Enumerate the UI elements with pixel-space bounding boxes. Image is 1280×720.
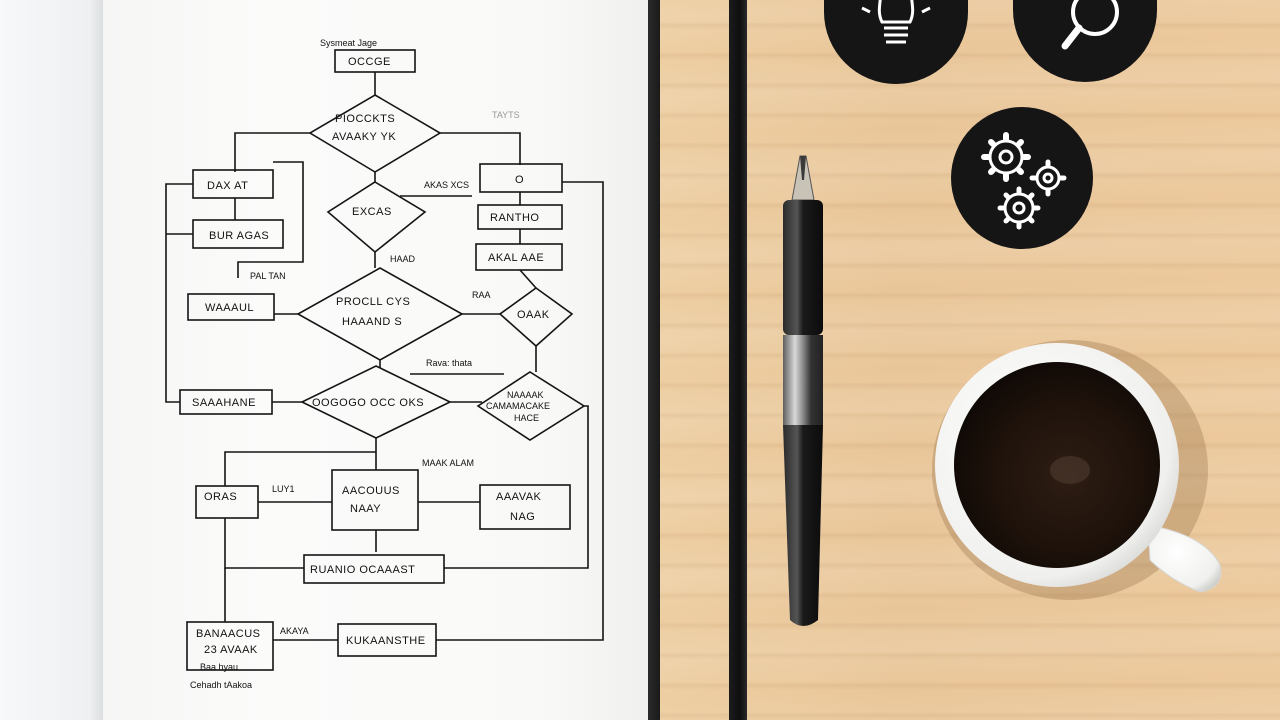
box-right-3-label: AKAL AAE (488, 252, 544, 264)
note-right-2: RAA (472, 290, 491, 300)
box-wide (303, 554, 445, 584)
arrow-note-1: AKAS XCS (424, 180, 469, 190)
top-decision-label-1: PIOCCKTS (335, 113, 395, 125)
box-b-right (479, 484, 571, 530)
decision-small-label: OAAK (517, 309, 550, 321)
decision-5-label-3: HACE (514, 413, 539, 423)
magnifying-glass-icon (1013, 0, 1157, 82)
box-final (186, 621, 274, 671)
box-b-center-label-1: AACOUUS (342, 485, 400, 497)
box-final-label-2: 23 AVAAK (204, 644, 258, 656)
decision-5 (476, 371, 586, 441)
fountain-pen (783, 155, 823, 626)
decision-2-label: EXCAS (352, 206, 392, 218)
box-end (337, 623, 437, 657)
box-right-2-label: RANTHO (490, 212, 539, 224)
note-mid: HAAD (390, 254, 416, 264)
notebook-edge (648, 0, 660, 720)
box-left-3 (187, 293, 275, 321)
box-b-left-label: ORAS (204, 491, 237, 503)
box-left-2-label: BUR AGAS (209, 230, 269, 242)
box-b-right-label-2: NAG (510, 511, 535, 523)
notebook-page (103, 0, 648, 720)
box-b-right-label-1: AAAVAK (496, 491, 542, 503)
box-final-label-1: BANAACUS (196, 628, 261, 640)
decision-4-label: OOGOGO OCC OKS (312, 397, 424, 409)
foot-note-2: Cehadh tAakoa (190, 680, 252, 690)
top-decision-label-2: AVAAKY YK (332, 131, 396, 143)
box-right-1 (479, 163, 563, 193)
note-mid-2: Rava: thata (426, 358, 472, 368)
decision-3-label-1: PROCLL CYS (336, 296, 410, 308)
box-right-1-label: O (515, 174, 524, 186)
decision-5-label-2: CAMAMACAKE (486, 401, 550, 411)
decision-5-label-1: NAAAAK (507, 390, 544, 400)
box-end-label: KUKAANSTHE (346, 635, 426, 647)
note-left: PAL TAN (250, 271, 286, 281)
coffee-cup (932, 340, 1222, 600)
box-left-4-label: SAAAHANE (192, 397, 256, 409)
box-left-1-label: DAX AT (207, 180, 248, 192)
box-wide-label: RUANIO OCAAAST (310, 564, 415, 576)
box-b-center-label-2: NAAY (350, 503, 381, 515)
white-margin (0, 0, 105, 720)
box-b-center (331, 469, 419, 531)
flow-title-line2: OCCGE (348, 56, 391, 68)
box-right-3 (475, 243, 563, 271)
decision-3 (296, 267, 464, 361)
foot-note-1: Baa hyau (200, 662, 238, 672)
box-left-3-label: WAAAUL (205, 302, 254, 314)
decision-3-label-2: HAAAND S (342, 316, 402, 328)
faint-note: TAYTS (492, 110, 520, 120)
lightbulb-icon (824, 0, 968, 84)
note-final: AKAYA (280, 626, 309, 636)
dark-board-divider (729, 0, 747, 720)
note-bottom: MAAK ALAM (422, 458, 474, 468)
note-b-left: LUY1 (272, 484, 295, 494)
flow-title-line1: Sysmeat Jage (320, 38, 377, 48)
gears-icon (951, 107, 1093, 249)
